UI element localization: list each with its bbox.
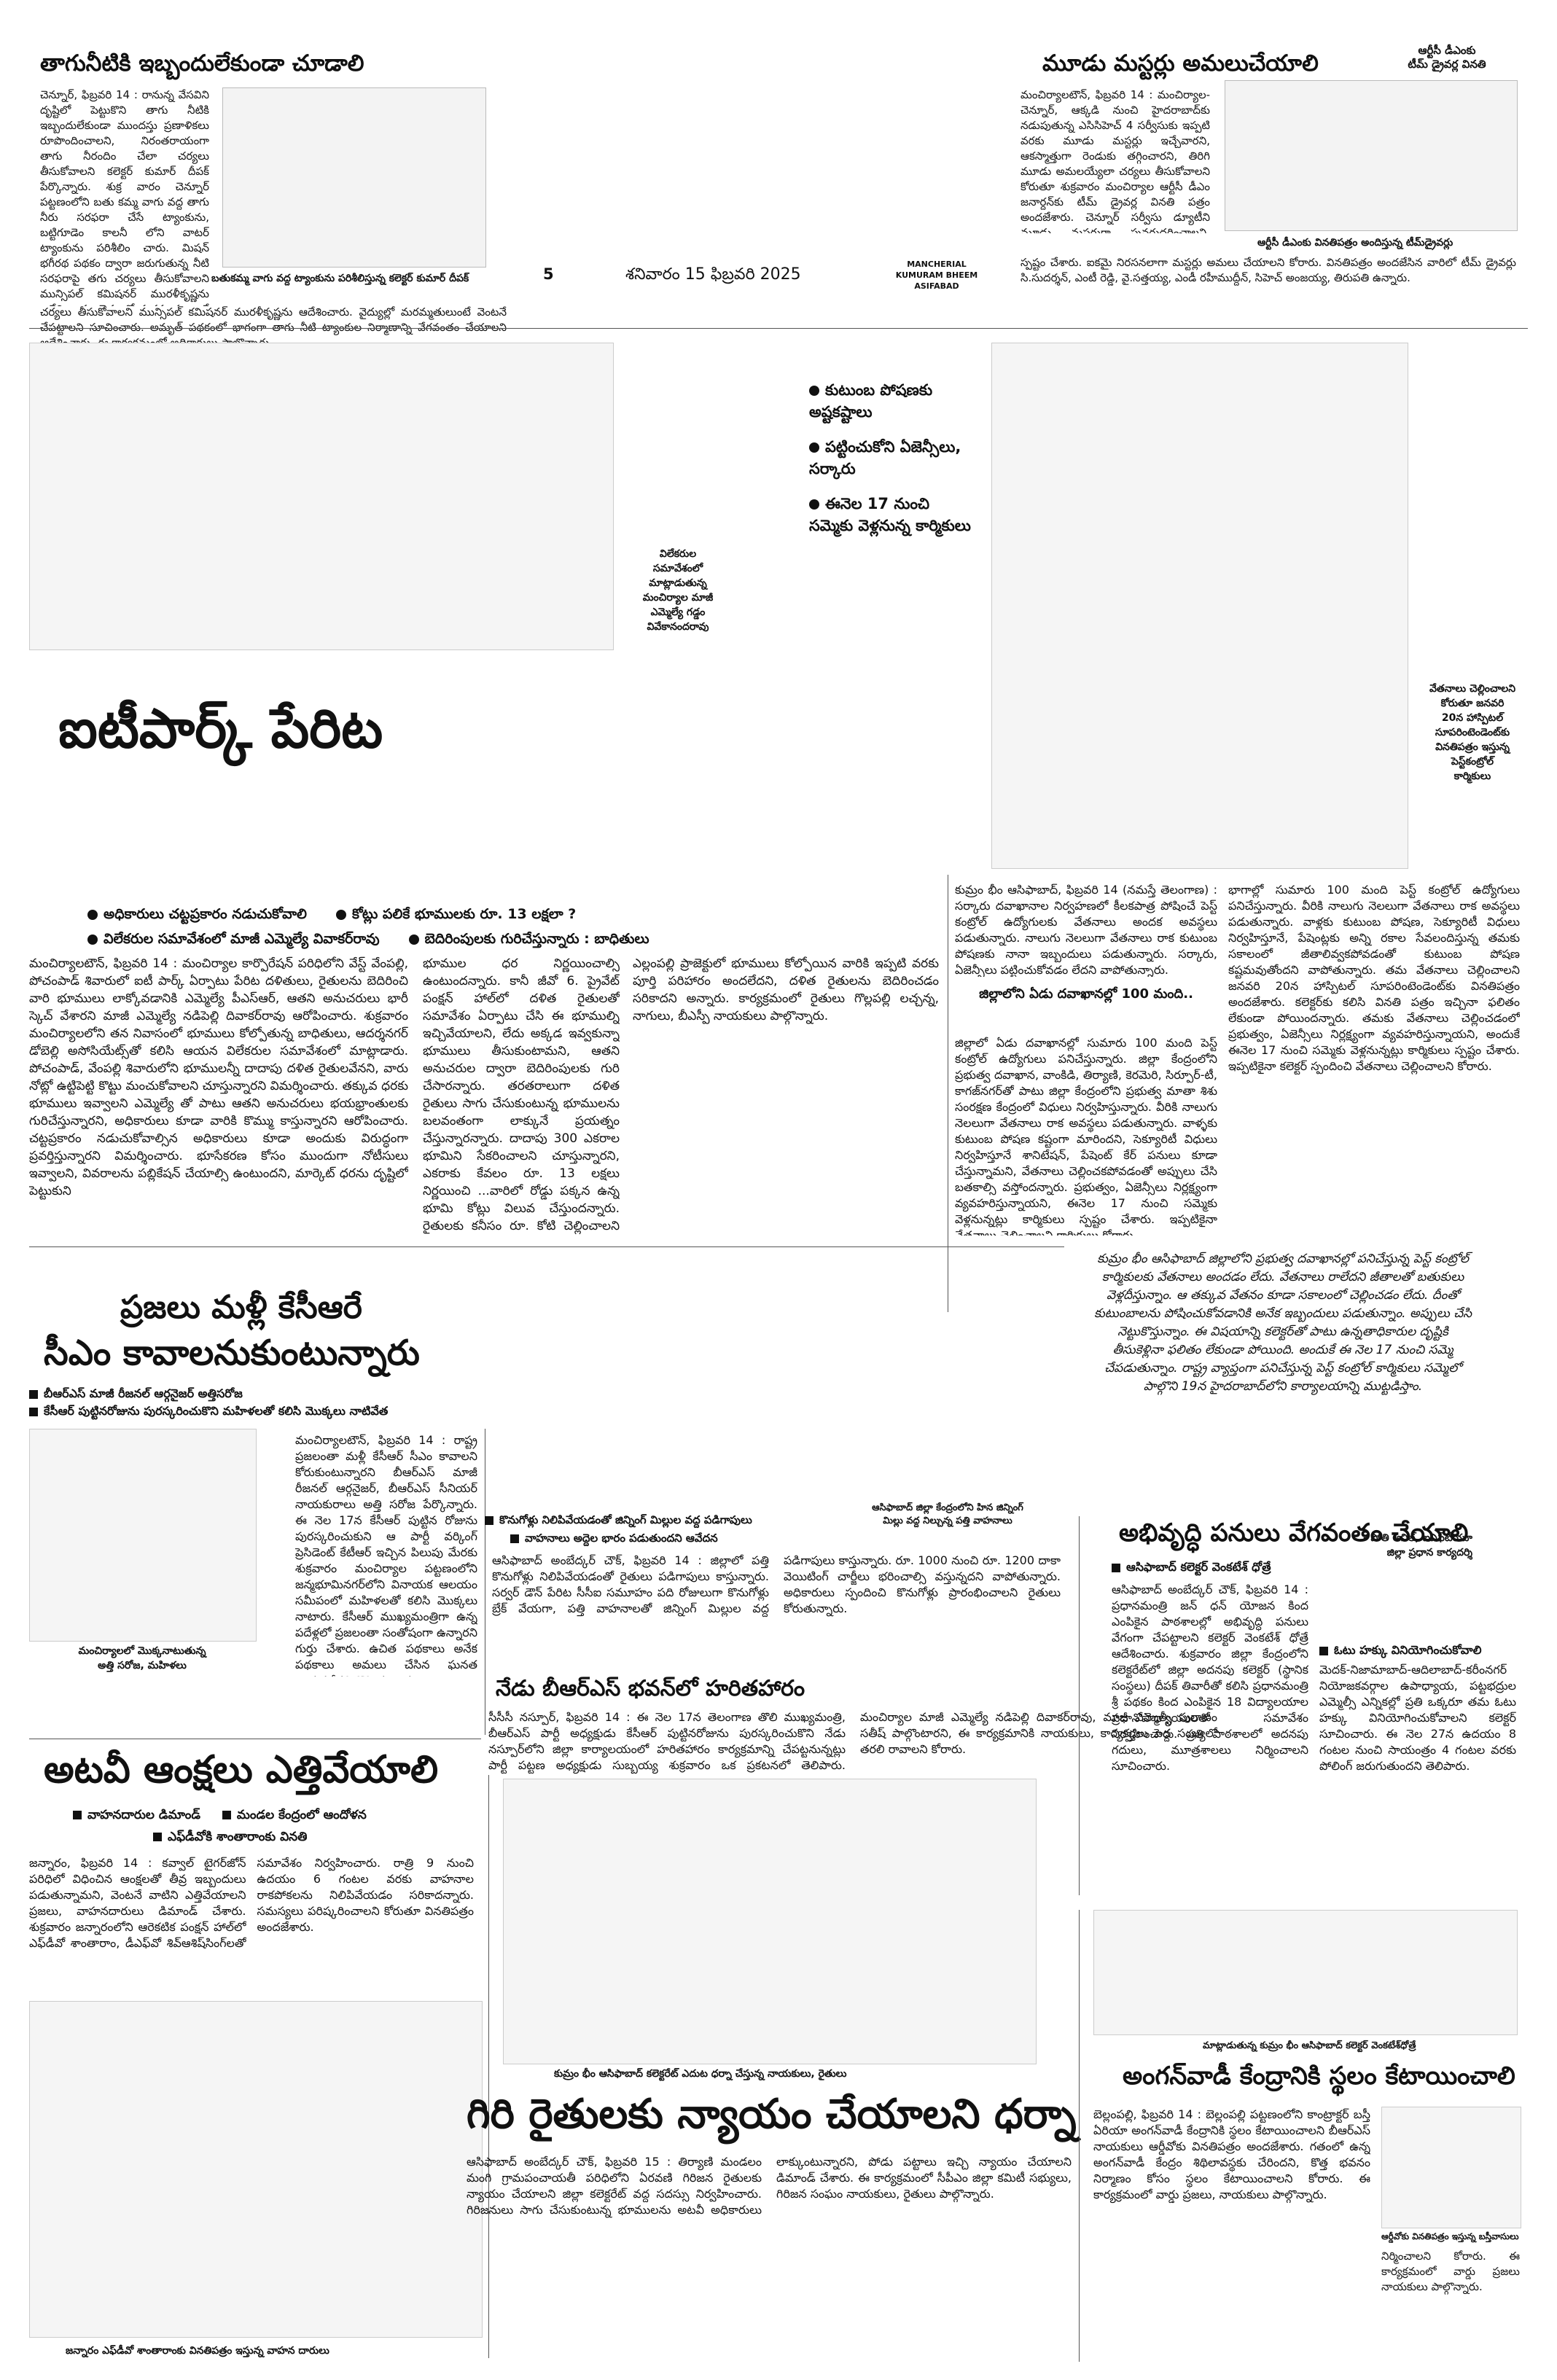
lead-right-body: కుమ్రం భీం ఆసిఫాబాద్‌, ఫిబ్రవరి 14 (నమస్… <box>955 883 1217 977</box>
story9-body2: నిర్మించాలని కోరారు. ఈ కార్యక్రమంలో వార్… <box>1381 2249 1520 2351</box>
bullet-square-icon <box>29 1407 38 1416</box>
bullet-square-icon <box>1112 1563 1120 1572</box>
story9-body: బెల్లంపల్లి, ఫిబ్రవరి 14 : బెల్లంపల్లి ప… <box>1093 2107 1370 2201</box>
lead-right-body3: భాగాల్లో సుమారు 100 మంది పెస్ట్‌ కంట్రోల… <box>1228 882 1520 1236</box>
story9-body2-text: నిర్మించాలని కోరారు. ఈ కార్యక్రమంలో వార్… <box>1381 2250 1520 2293</box>
story2-caption: ఆర్టీసీ డీఎంకు వినతిపత్రం అందిస్తున్న టీ… <box>1257 237 1453 249</box>
story1-headline: తాగునీటికి ఇబ్బందులేకుండా చూడాలి <box>40 50 364 77</box>
lead-right-sub: జిల్లాలోని ఏడు దవాఖానల్లో 100 మంది.. <box>979 986 1193 1002</box>
story4-caption: ఆసిఫాబాద్‌ జిల్లా కేంద్రంలోని హిన జిన్ని… <box>872 1502 1023 1526</box>
story8-body: ఆసిఫాబాద్‌ అంబేద్కర్‌ చౌక్‌, ఫిబ్రవరి 15… <box>467 2155 1072 2217</box>
story7-body: జన్నారం, ఫిబ్రవరి 14 : కవ్వాల్‌ టైగర్‌జో… <box>29 1856 474 1950</box>
story3-photo <box>29 1429 257 1642</box>
lead-deck-row1: అధికారులు చట్టప్రకారం నడుచుకోవాలి కోట్లు… <box>87 904 948 924</box>
lead-right-body2: జిల్లాలో ఏడు దవాఖానల్లో సుమారు 100 మంది … <box>955 1036 1217 1236</box>
story8-headline: గిరి రైతులకు న్యాయం చేయాలని ధర్నా <box>467 2091 1077 2138</box>
story2-body-tail: స్పష్టం చేశారు. ఐకమై నిరసనలాగా మస్టర్లు … <box>1021 255 1516 313</box>
lead-body-col3: ఎల్లంపల్లి ప్రాజెక్టులో భూములు కోల్పోయిన… <box>633 956 939 1023</box>
bullet-dot-icon <box>87 909 98 920</box>
side-bullet-2: పట్టించుకోని ఏజెన్సీలు, సర్కారు <box>809 438 961 477</box>
bullet-square-icon <box>73 1811 82 1819</box>
story1-photo <box>222 87 486 268</box>
lead-photo-right <box>991 343 1408 869</box>
bullet-square-icon <box>510 1534 519 1543</box>
lead-photo-left <box>29 343 614 650</box>
bullet-dot-icon <box>809 499 819 510</box>
story9-caption2: ఆర్డీవోకు వినతిపత్రం ఇస్తున్న బస్తీవాసుల… <box>1381 2231 1519 2242</box>
bullet-dot-icon <box>809 442 819 453</box>
page-date: శనివారం 15 ఫిబ్రవరి 2025 <box>625 265 801 284</box>
bullet-dot-icon <box>408 934 419 945</box>
story2-inset-caption: ఆర్టీసీ డీఎంకు టీమ్‌ డ్రైవర్ల వినతి <box>1408 44 1486 71</box>
story5-body: సీసీసీ నస్పూర్‌, ఫిబ్రవరి 14 : ఈ నెల 17న… <box>488 1710 1217 1772</box>
story3-caption: మంచిర్యాలలో మొక్కనాటుతున్న అత్తి సరోజ, మ… <box>78 1645 206 1671</box>
story4-deck-1: కొనుగోళ్లు నిలిపివేయడంతో జిన్నింగ్‌ మిల్… <box>485 1513 752 1527</box>
lead-quote-attrib: - పోతి అనిల్‌, ఐఎఫ్‌టీయూ జిల్లా ప్రధాన క… <box>1362 1532 1472 1558</box>
story9-top-photo <box>1093 1910 1518 2035</box>
story6-sub: ఓటు హక్కు వినియోగించుకోవాలి <box>1319 1640 1481 1661</box>
story1-caption: బతుకమ్మ వాగు వద్ద ట్యాంకును పరిశీలిస్తున… <box>211 273 469 284</box>
story6-body2: మెదక్‌-నిజామాబాద్‌-ఆదిలాబాద్‌-కరీంనగర్‌ … <box>1319 1663 1516 1773</box>
story6-body: ఆసిఫాబాద్‌ అంబేద్కర్‌ చౌక్‌, ఫిబ్రవరి 14… <box>1112 1583 1308 1773</box>
lead-body-col1: మంచిర్యాలటౌన్‌, ఫిబ్రవరి 14 : మంచిర్యాల … <box>29 956 408 1198</box>
bullet-square-icon <box>485 1515 493 1525</box>
story2-headline: మూడు మస్టర్లు అమలుచేయాలి <box>1042 50 1319 77</box>
bullet-square-icon <box>153 1833 162 1841</box>
story7-deck-3: ఎఫ్‌డీవోకి శాంతారాంకు వినతి <box>153 1830 307 1844</box>
story8-photo <box>503 1779 1037 2064</box>
story4-body: ఆసిఫాబాద్‌ అంబేద్కర్‌ చౌక్‌, ఫిబ్రవరి 14… <box>492 1553 1061 1615</box>
bullet-dot-icon <box>87 934 98 945</box>
story8-caption: కుమ్రం భీం ఆసిఫాబాద్‌ కలెక్టరేట్‌ ఎదుట ధ… <box>554 2068 847 2080</box>
story5-headline: నేడు బీఆర్‌ఎస్‌ భవన్‌లో హరితహారం <box>496 1676 805 1701</box>
story6-deck: ఆసిఫాబాద్‌ కలెక్టర్‌ వెంకటేశ్‌ ధోత్రే <box>1112 1560 1271 1575</box>
story7-caption: జన్నారం ఎఫ్‌డీవో శాంతారాంకు వినతిపత్రం ఇ… <box>66 2345 329 2357</box>
bullet-square-icon <box>29 1389 38 1399</box>
story3-deck-1: బీఆర్‌ఎస్‌ మాజీ రీజనల్‌ ఆర్గనైజర్‌ అత్తి… <box>29 1385 481 1402</box>
story2-body-col1: మంచిర్యాలటౌన్‌, ఫిబ్రవరి 14 : మంచిర్యాల-… <box>1021 88 1210 233</box>
edition-label: MANCHERIAL KUMURAM BHEEM ASIFABAD <box>895 260 978 291</box>
bullet-square-icon <box>222 1811 231 1819</box>
lead-deck-3: విలేకరుల సమావేశంలో మాజీ ఎమ్మెల్యే వివాకర… <box>87 929 380 949</box>
story3-decks: బీఆర్‌ఎస్‌ మాజీ రీజనల్‌ ఆర్గనైజర్‌ అత్తి… <box>29 1385 481 1420</box>
lead-deck-row2: విలేకరుల సమావేశంలో మాజీ ఎమ్మెల్యే వివాకర… <box>87 929 948 949</box>
story4-deck-2: వాహనాలు అద్దెల భారం పడుతుందని ఆవేదన <box>510 1531 718 1545</box>
lead-side-bullets: కుటుంబ పోషణకు అష్టకష్టాలు పట్టించుకోని ఏ… <box>809 379 977 537</box>
side-bullet-1: కుటుంబ పోషణకు అష్టకష్టాలు <box>809 381 933 421</box>
story2-photo <box>1225 80 1518 231</box>
story3-headline-1: ప్రజలు మళ్లీ కేసీఆరే <box>120 1289 362 1326</box>
story9-photo <box>1381 2107 1521 2228</box>
story3-body: మంచిర్యాలటౌన్‌, ఫిబ్రవరి 14 : రాష్ట్ర ప్… <box>295 1433 477 1677</box>
story3-deck-2: కేసీఆర్‌ పుట్టినరోజును పురస్కరించుకొని మ… <box>29 1402 481 1420</box>
story7-headline: అటవీ ఆంక్షలు ఎత్తివేయాలి <box>44 1748 439 1792</box>
lead-deck-2: కోట్లు పలికే భూములకు రూ. 13 లక్షలా ? <box>335 904 576 924</box>
lead-body-col2: భూముల ధర నిర్ణయించాల్సి ఉంటుందన్నారు. కా… <box>423 956 620 1233</box>
story2-tail-text: స్పష్టం చేశారు. ఐకమై నిరసనలాగా మస్టర్లు … <box>1021 256 1516 284</box>
lead-right-body3-text: భాగాల్లో సుమారు 100 మంది పెస్ట్‌ కంట్రోల… <box>1228 883 1520 1073</box>
lead-right-caption: వేతనాలు చెల్లించాలని కోరుతూ జనవరి 20న హా… <box>1429 683 1516 782</box>
story3-headline-2: సీఎం కావాలనుకుంటున్నారు <box>44 1333 420 1373</box>
story9-top-caption: మాట్లాడుతున్న కుమ్రం భీం ఆసిఫాబాద్‌ కలెక… <box>1203 2040 1416 2051</box>
story6-headline: అభివృద్ధి పనులు వేగవంతం చేయాలి <box>1119 1518 1469 1548</box>
side-bullet-3: ఈనెల 17 నుంచి సమ్మెకు వెళ్లనున్న కార్మిక… <box>809 495 971 534</box>
page-number: 5 <box>543 265 554 283</box>
lead-quote: కుమ్రం భీం ఆసిఫాబాద్‌ జిల్లాలోని ప్రభుత్… <box>1093 1252 1472 1394</box>
lead-photo-caption: విలేకరుల సమావేశంలో మాట్లాడుతున్న మంచిర్య… <box>642 548 714 633</box>
bullet-square-icon <box>1319 1646 1328 1655</box>
lead-deck-4: బెదిరింపులకు గురిచేస్తున్నారు : బాధితులు <box>408 929 649 949</box>
lead-decks: అధికారులు చట్టప్రకారం నడుచుకోవాలి కోట్లు… <box>87 904 948 949</box>
story7-deck-1: వాహనదారుల డిమాండ్‌ <box>73 1808 200 1822</box>
story7-photo <box>29 2001 483 2338</box>
story7-decks-row: వాహనదారుల డిమాండ్‌ మండల కేంద్రంలో ఆందోళన <box>73 1808 496 1822</box>
bullet-dot-icon <box>809 386 819 396</box>
story1-body-col1: చెన్నూర్‌, ఫిబ్రవరి 14 : రానున్న వేసవిని… <box>40 88 209 306</box>
bullet-dot-icon <box>335 909 346 920</box>
story7-deck-2: మండల కేంద్రంలో ఆందోళన <box>222 1808 367 1822</box>
lead-deck-1: అధికారులు చట్టప్రకారం నడుచుకోవాలి <box>87 904 307 924</box>
story9-headline: అంగన్‌వాడీ కేంద్రానికి స్థలం కేటాయించాలి <box>1123 2061 1515 2091</box>
lead-headline: ఐటీపార్క్‌ పేరిట <box>58 698 383 760</box>
